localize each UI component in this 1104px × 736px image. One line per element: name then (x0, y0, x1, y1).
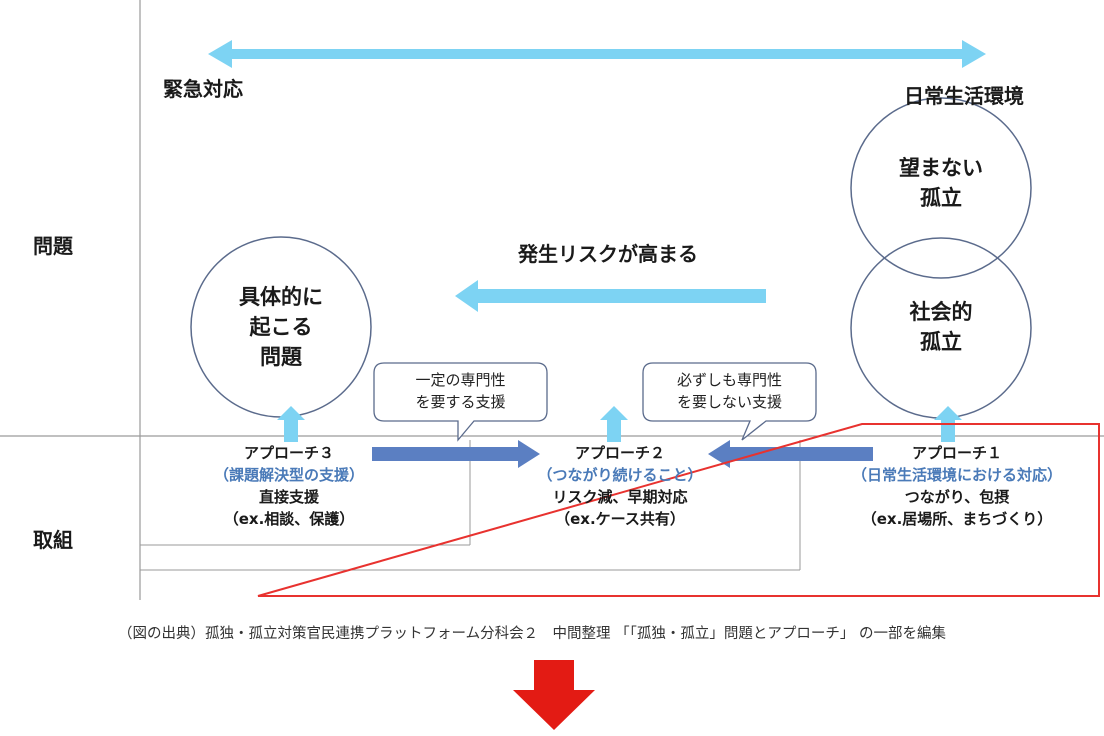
big-red-down-arrow (513, 660, 595, 730)
arrow-approach3-to-2 (372, 440, 540, 468)
approach-1-subtitle: （日常生活環境における対応） (851, 466, 1062, 484)
approach-3-title: アプローチ３ (243, 444, 334, 462)
risk-increase-arrow (455, 280, 766, 312)
axis-label-emergency: 緊急対応 (163, 77, 243, 101)
up-arrow-approach-2 (600, 406, 628, 442)
red-highlight-outline (257, 423, 1100, 597)
concrete-problem-text: 具体的に 起こる 問題 (239, 285, 323, 369)
approach-1-desc-1: つながり、包摂 (904, 488, 1010, 506)
approach-3-desc-1: 直接支援 (258, 488, 319, 506)
arrow-approach1-to-2 (708, 440, 873, 468)
expertise-required-callout (373, 362, 548, 442)
expertise-required-text: 一定の専門性 を要する支援 (415, 371, 506, 411)
up-arrow-approach-3 (277, 406, 305, 442)
approach-2-title: アプローチ２ (574, 444, 665, 462)
row-label-action: 取組 (33, 528, 73, 552)
expertise-not-required-text: 必ずしも専門性 を要しない支援 (676, 371, 782, 411)
unwanted-isolation-circle (850, 97, 1032, 279)
risk-increase-label: 発生リスクが高まる (518, 242, 698, 266)
expertise-not-required-callout (642, 362, 817, 441)
figure-source-caption: （図の出典）孤独・孤立対策官民連携プラットフォーム分科会２ 中間整理 「「孤独・… (118, 626, 947, 642)
emergency-daily-double-arrow (208, 40, 986, 68)
approach-3-subtitle: （課題解決型の支援） (213, 466, 364, 484)
approach-2-desc-1: リスク減、早期対応 (552, 488, 688, 506)
approach-2-block: アプローチ２ （つながり続けること） リスク減、早期対応 （ex.ケース共有） (530, 442, 710, 530)
axis-label-daily-life: 日常生活環境 (904, 84, 1024, 108)
approach-3-desc-2: （ex.相談、保護） (223, 510, 355, 528)
approach-1-block: アプローチ１ （日常生活環境における対応） つながり、包摂 （ex.居場所、まち… (826, 442, 1088, 530)
social-isolation-text: 社会的 孤立 (909, 300, 973, 354)
unwanted-isolation-text: 望まない 孤立 (899, 156, 983, 210)
approach-1-desc-2: （ex.居場所、まちづくり） (861, 510, 1053, 528)
approach-3-block: アプローチ３ （課題解決型の支援） 直接支援 （ex.相談、保護） (196, 442, 382, 530)
approach-2-desc-2: （ex.ケース共有） (555, 510, 685, 528)
approach-1-title: アプローチ１ (911, 444, 1002, 462)
row-label-problem: 問題 (33, 234, 73, 258)
approach-2-subtitle: （つながり続けること） (537, 466, 703, 484)
